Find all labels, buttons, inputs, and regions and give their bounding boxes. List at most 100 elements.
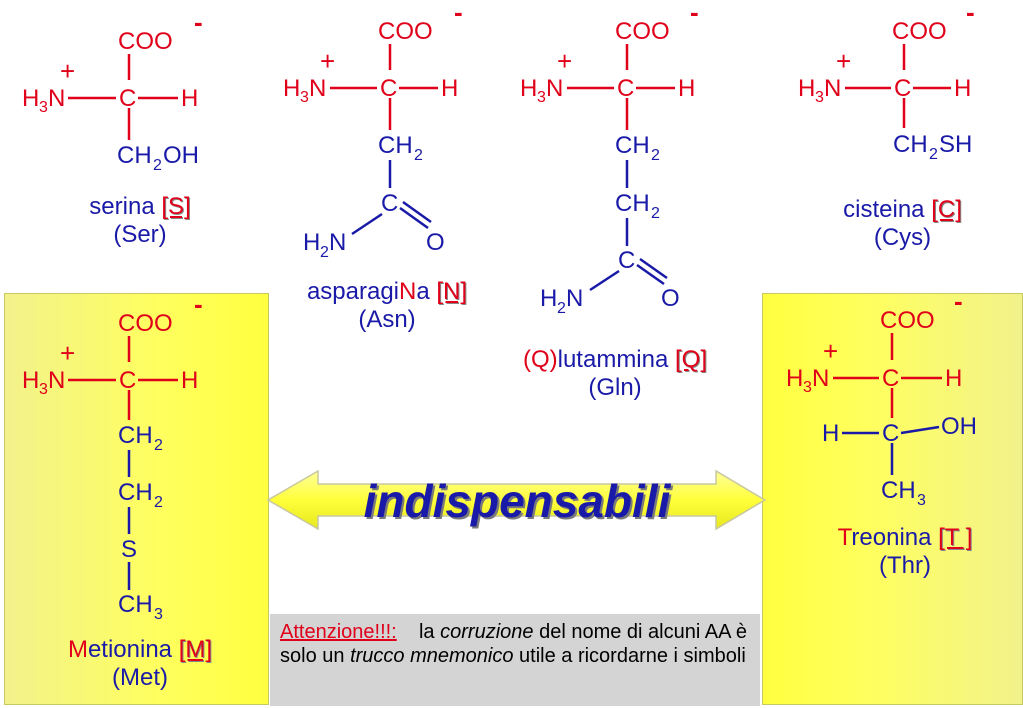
- svg-text:H: H: [798, 75, 815, 102]
- svg-text:CH: CH: [615, 132, 650, 159]
- svg-text:COO: COO: [118, 310, 173, 337]
- note-italic2: trucco mnemonico: [350, 645, 514, 667]
- svg-text:O: O: [661, 285, 680, 312]
- svg-text:2: 2: [153, 157, 162, 174]
- essential-panel-right: [762, 293, 1023, 705]
- svg-text:C: C: [119, 85, 136, 112]
- cysteine-abbr: (Cys): [873, 224, 932, 251]
- svg-text:N: N: [309, 75, 326, 102]
- asparagine-name-a: asparagi: [306, 278, 399, 305]
- cysteine-code: [C]: [931, 196, 962, 223]
- svg-text:H: H: [540, 285, 557, 312]
- svg-text:C: C: [380, 75, 397, 102]
- serine-label: serina [S] (Ser): [40, 193, 240, 249]
- svg-text:-: -: [954, 286, 963, 316]
- svg-text:H: H: [441, 75, 458, 102]
- methionine-initial: M: [67, 636, 88, 663]
- svg-text:OH: OH: [163, 142, 199, 169]
- svg-text:H: H: [22, 367, 39, 394]
- asparagine-name-b: a: [416, 278, 430, 305]
- svg-text:N: N: [546, 75, 563, 102]
- threonine-rest: reonina: [851, 524, 932, 551]
- svg-text:+: +: [320, 46, 335, 76]
- svg-text:N: N: [824, 75, 841, 102]
- serine-name: serina: [89, 193, 155, 220]
- svg-text:COO: COO: [378, 18, 433, 45]
- svg-text:3: 3: [917, 492, 926, 509]
- svg-text:2: 2: [651, 147, 660, 164]
- svg-text:-: -: [966, 0, 975, 27]
- svg-text:O: O: [426, 229, 445, 256]
- svg-text:N: N: [329, 229, 346, 256]
- svg-text:C: C: [882, 420, 899, 447]
- svg-text:H: H: [520, 75, 537, 102]
- svg-text:3: 3: [803, 379, 812, 396]
- serine-abbr: (Ser): [113, 221, 167, 248]
- svg-text:C: C: [882, 365, 899, 392]
- svg-text:H: H: [678, 75, 695, 102]
- svg-text:+: +: [60, 56, 75, 86]
- threonine-label: Treonina [T ] (Thr): [795, 524, 1015, 580]
- svg-text:C: C: [617, 75, 634, 102]
- svg-text:H: H: [22, 85, 39, 112]
- attention-note: Attenzione!!!: la corruzione del nome di…: [270, 614, 760, 706]
- svg-text:-: -: [194, 289, 203, 319]
- asparagine-code: [N]: [436, 278, 468, 305]
- essential-panel-left: [4, 293, 269, 705]
- svg-text:COO: COO: [615, 18, 670, 45]
- svg-text:2: 2: [929, 146, 938, 163]
- note-part3: utile a ricordarne i simboli: [519, 645, 746, 667]
- svg-text:H: H: [822, 420, 839, 447]
- svg-text:N: N: [566, 285, 583, 312]
- glutamine-abbr: (Gln): [588, 374, 642, 401]
- svg-text:H: H: [283, 75, 300, 102]
- svg-text:2: 2: [557, 300, 566, 317]
- methionine-abbr: (Met): [112, 664, 168, 691]
- attention-label: Attenzione!!!:: [280, 621, 397, 643]
- svg-text:CH: CH: [893, 131, 928, 158]
- svg-text:H: H: [945, 365, 962, 392]
- svg-text:COO: COO: [118, 28, 173, 55]
- svg-text:C: C: [618, 247, 635, 274]
- svg-text:C: C: [894, 75, 911, 102]
- serine-code: [S]: [161, 193, 191, 220]
- svg-text:2: 2: [320, 244, 329, 261]
- svg-text:CH: CH: [118, 591, 153, 618]
- svg-text:2: 2: [651, 205, 660, 222]
- svg-text:+: +: [557, 46, 572, 76]
- svg-text:COO: COO: [880, 307, 935, 334]
- svg-text:CH: CH: [881, 477, 916, 504]
- svg-text:3: 3: [154, 606, 163, 623]
- glutamine-name-q: (Q): [522, 346, 558, 373]
- svg-text:OH: OH: [941, 413, 977, 440]
- svg-text:H: H: [786, 365, 803, 392]
- svg-text:CH: CH: [117, 142, 152, 169]
- svg-text:-: -: [194, 7, 203, 37]
- glutamine-label: (Q)lutammina [Q] (Gln): [465, 346, 765, 402]
- threonine-abbr: (Thr): [879, 552, 931, 579]
- svg-text:+: +: [836, 46, 851, 76]
- svg-text:2: 2: [154, 494, 163, 511]
- note-italic1: corruzione: [440, 621, 534, 643]
- glutamine-code: [Q]: [675, 346, 708, 373]
- svg-text:H: H: [181, 85, 198, 112]
- svg-text:2: 2: [414, 147, 423, 164]
- svg-text:+: +: [60, 338, 75, 368]
- methionine-rest: etionina: [87, 636, 173, 663]
- threonine-code: [T ]: [938, 524, 973, 551]
- svg-text:3: 3: [39, 99, 48, 116]
- asparagine-label: asparagiNa [N] (Asn): [262, 278, 512, 334]
- note-part2: del nome di alcuni AA è solo un: [280, 621, 747, 667]
- cysteine-label: cisteina [C] (Cys): [800, 196, 1005, 252]
- glutamine-name-rest: lutammina: [557, 346, 669, 373]
- svg-text:3: 3: [300, 89, 309, 106]
- svg-text:H: H: [954, 75, 971, 102]
- methionine-code: [M]: [178, 636, 213, 663]
